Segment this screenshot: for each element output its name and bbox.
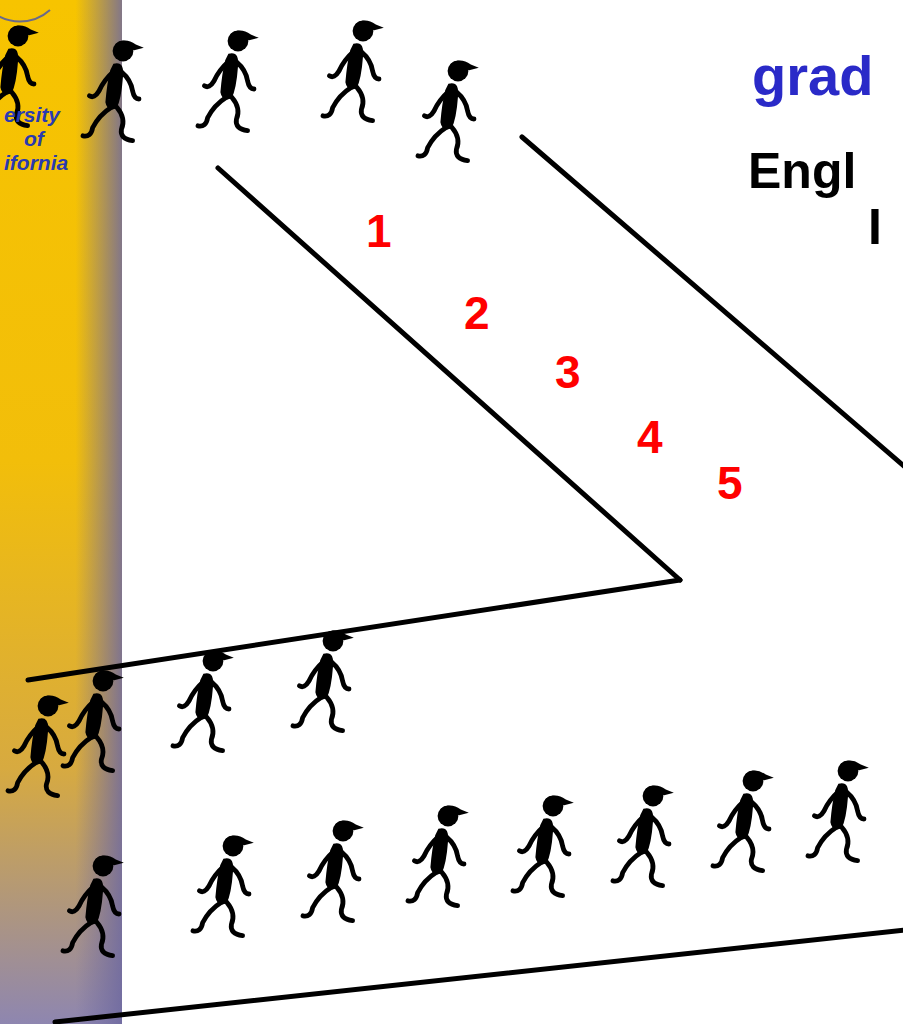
callout-number: 1: [366, 208, 392, 254]
logo-text: of: [24, 128, 44, 149]
callout-number: 3: [555, 349, 581, 395]
callout-number: 5: [717, 460, 743, 506]
callout-number: 2: [464, 290, 490, 336]
callout-number: 4: [637, 414, 663, 460]
logo-text: ifornia: [4, 152, 68, 173]
slide-title: grad: [752, 48, 873, 104]
logo-text: ersity: [4, 104, 60, 125]
heading-text: I: [868, 202, 882, 252]
heading-text: Engl: [748, 146, 856, 196]
